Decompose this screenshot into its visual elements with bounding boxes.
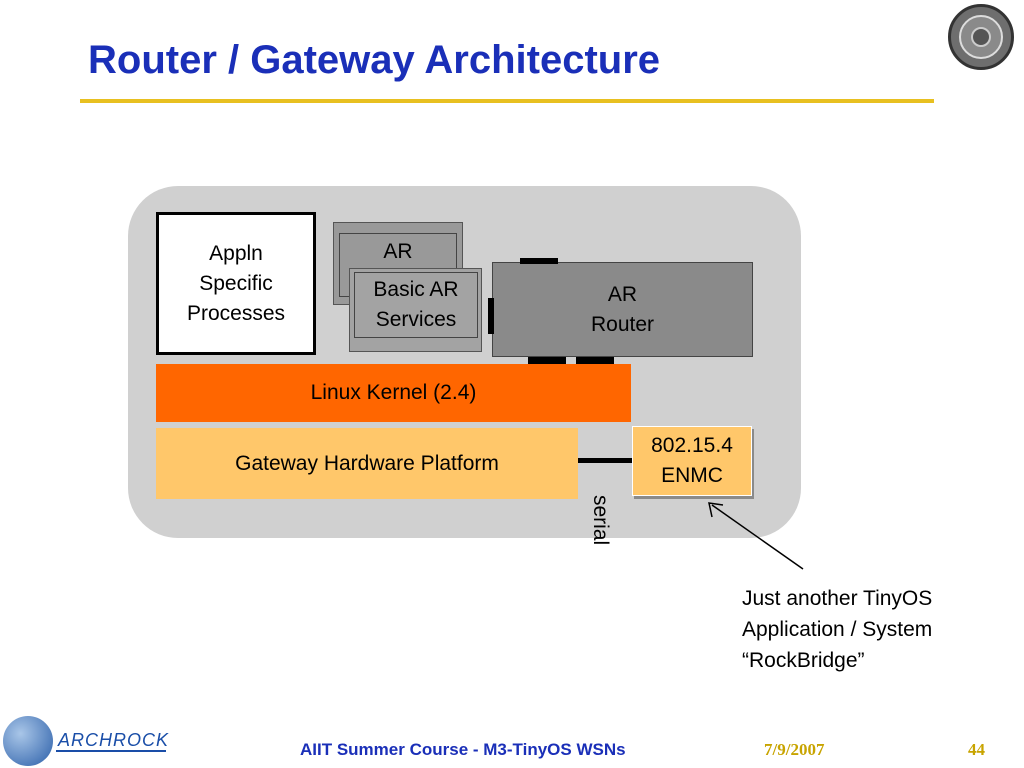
router-bottom-port-1	[528, 357, 566, 364]
enmc-label: 802.15.4 ENMC	[651, 434, 733, 487]
gateway-hardware-platform-box: Gateway Hardware Platform	[156, 428, 578, 499]
serial-connector-line	[578, 458, 634, 463]
university-seal-logo	[948, 4, 1014, 70]
note-line-3: “RockBridge”	[742, 649, 865, 672]
ar-router-label: AR Router	[590, 282, 655, 336]
footer-course-title: AIIT Summer Course - M3-TinyOS WSNs	[300, 740, 626, 759]
linux-kernel-label: Linux Kernel (2.4)	[310, 381, 477, 404]
basic-ar-services-inner: Basic AR Services	[354, 272, 478, 338]
serial-label: serial	[589, 495, 612, 546]
seal-ring	[959, 15, 1003, 59]
archrock-logo-icon	[3, 716, 53, 766]
serial-label-container: serial	[580, 495, 630, 545]
gateway-hardware-label: Gateway Hardware Platform	[235, 451, 499, 475]
seal-center	[971, 27, 991, 47]
enmc-box: 802.15.4 ENMC	[632, 426, 752, 496]
router-bottom-port-2	[576, 357, 614, 364]
basic-ar-services-label: Basic AR Services	[373, 278, 459, 331]
note-line-1: Just another TinyOS	[742, 587, 933, 610]
router-left-port	[488, 298, 494, 334]
appln-label: Appln Specific Processes	[186, 241, 286, 325]
ar-router-box: AR Router	[492, 262, 753, 357]
archrock-logo-text: ARCHROCK	[58, 730, 170, 750]
rockbridge-note: Just another TinyOS Application / System…	[742, 583, 932, 676]
router-top-port	[520, 258, 558, 264]
note-arrow	[708, 502, 804, 570]
appln-specific-processes-box: Appln Specific Processes	[156, 212, 316, 355]
basic-ar-services-box	[349, 268, 482, 352]
title-underline	[80, 99, 934, 103]
archrock-logo-underline	[56, 750, 166, 752]
ar-back-label: AR	[383, 240, 413, 263]
linux-kernel-box: Linux Kernel (2.4)	[156, 364, 631, 422]
note-arrow-head	[708, 502, 724, 518]
note-line-2: Application / System	[742, 618, 933, 641]
slide-title: Router / Gateway Architecture	[88, 38, 661, 82]
note-arrow-line	[711, 504, 804, 570]
footer-page-number: 44	[968, 740, 985, 759]
footer-date: 7/9/2007	[764, 740, 825, 759]
